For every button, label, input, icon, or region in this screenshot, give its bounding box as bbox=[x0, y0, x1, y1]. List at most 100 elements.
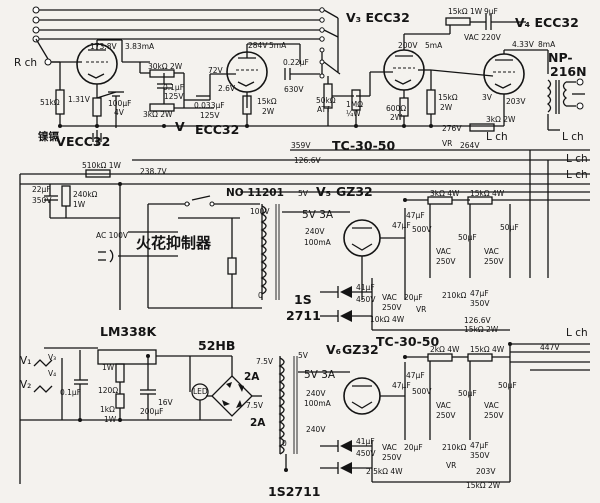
label-vr-3: VR bbox=[446, 461, 456, 470]
label-vr-2: VR bbox=[416, 305, 426, 314]
label-v250-5: 250V bbox=[484, 411, 504, 420]
label-c20-2: 20μF bbox=[404, 443, 423, 452]
label-c50-1: 50μF bbox=[458, 233, 477, 242]
label-vac-5: VAC bbox=[484, 401, 499, 410]
label-i100ma-2: 100mA bbox=[304, 399, 332, 408]
label-r30k: 30kΩ 2W bbox=[148, 62, 183, 71]
label-v240: 240V bbox=[305, 227, 325, 236]
label-v72: 72V bbox=[208, 66, 224, 75]
tc1-label: TC-30-50 bbox=[332, 138, 395, 153]
label-r50k: 50kΩ bbox=[316, 96, 336, 105]
label-v75: 7.5V bbox=[256, 357, 274, 366]
label-v203b: 203V bbox=[476, 467, 496, 476]
label-v100: 100V bbox=[250, 207, 270, 216]
rch-input: R ch 51kΩ bbox=[14, 38, 82, 126]
label-v500: 500V bbox=[412, 225, 432, 234]
label-v203: 203V bbox=[506, 97, 526, 106]
tc2-label: TC-30-50 bbox=[376, 334, 439, 349]
label-r25k: 2.5kΩ 4W bbox=[366, 467, 403, 476]
label-vac-4: VAC bbox=[436, 401, 451, 410]
label-v250-2: 250V bbox=[484, 257, 504, 266]
label-v447: 447V bbox=[540, 343, 560, 352]
label-v250-3: 250V bbox=[382, 303, 402, 312]
lch-label-2: L ch bbox=[566, 153, 588, 165]
label-v276: 276V bbox=[442, 124, 462, 133]
label-v1266: 126.6V bbox=[294, 156, 321, 165]
label-c50-4: 50μF bbox=[498, 381, 517, 390]
label-vr: VR bbox=[442, 139, 452, 148]
led-label: LED bbox=[193, 387, 208, 396]
v3-label: V₃ ECC32 bbox=[346, 10, 410, 25]
label-v359: 359V bbox=[291, 141, 311, 150]
label-v131: 1.31V bbox=[68, 95, 91, 104]
diode1-label-b: 2711 bbox=[286, 308, 321, 323]
diode-1 bbox=[337, 286, 352, 322]
np-num: 216N bbox=[550, 64, 587, 79]
label-r210k-2: 210kΩ bbox=[442, 443, 467, 452]
label-v450: 450V bbox=[356, 295, 376, 304]
label-vx4: V₄ bbox=[48, 369, 56, 378]
rch-label: R ch bbox=[14, 57, 37, 69]
label-w2: 2W bbox=[262, 107, 275, 116]
label-c022: 0.22μF bbox=[283, 58, 309, 67]
label-v250-6: 250V bbox=[382, 453, 402, 462]
label-v2387: 238.7V bbox=[140, 167, 167, 176]
label-r15k2wb: 15kΩ 2W bbox=[466, 481, 501, 490]
label-c41-2: 41μF bbox=[356, 437, 375, 446]
label-c47c: 47μF bbox=[470, 289, 489, 298]
v1-heater-type: ECC32 bbox=[66, 134, 110, 149]
v1-heater-label: V bbox=[56, 134, 66, 149]
diode1-label-a: 1S bbox=[294, 292, 312, 307]
label-i100ma: 100mA bbox=[304, 238, 332, 247]
lch-label-top: L ch bbox=[486, 131, 508, 143]
label-c9: 9μF bbox=[484, 7, 498, 16]
label-r3k4w: 3kΩ 4W bbox=[430, 189, 460, 198]
label-i5ma: 5mA bbox=[269, 41, 287, 50]
label-v500-2: 500V bbox=[412, 387, 432, 396]
label-w2c: 2W bbox=[440, 103, 453, 112]
label-w2b: 2W bbox=[390, 113, 403, 122]
label-c50-3: 50μF bbox=[458, 389, 477, 398]
label-att: ATT bbox=[317, 105, 331, 114]
label-r210k: 210kΩ bbox=[442, 291, 467, 300]
lm-label: LM338K bbox=[100, 324, 157, 339]
label-v264: 264V bbox=[460, 141, 480, 150]
label-v3: 3V bbox=[482, 93, 493, 102]
label-c0033: 0.033μF bbox=[194, 101, 225, 110]
label-v0b: 0 bbox=[282, 439, 287, 448]
label-i383: 3.83mA bbox=[125, 42, 155, 51]
label-c01: 0.1μF bbox=[163, 83, 184, 92]
label-5v3a: 5V 3A bbox=[302, 209, 334, 221]
label-vac-1: VAC bbox=[436, 247, 451, 256]
label-quarterw: ¼W bbox=[346, 109, 361, 118]
gz2-label: GZ32 bbox=[342, 342, 379, 357]
label-c41: 41μF bbox=[356, 283, 375, 292]
fuse-2a: 2A bbox=[244, 371, 260, 383]
label-w1: 1W bbox=[73, 200, 86, 209]
label-v240-2: 240V bbox=[306, 389, 326, 398]
gz2-prefix: V₆ bbox=[326, 342, 341, 357]
label-v450-2: 450V bbox=[356, 449, 376, 458]
label-v1: V₁ bbox=[20, 355, 31, 367]
label-c47b: 47μF bbox=[406, 211, 425, 220]
label-v125: 125V bbox=[164, 92, 184, 101]
v2-type: ECC32 bbox=[195, 122, 239, 137]
label-v433: 4.33V bbox=[512, 40, 535, 49]
diode-2 bbox=[337, 440, 352, 474]
label-vac-3: VAC bbox=[382, 293, 397, 302]
bridge-label: 52HB bbox=[198, 338, 235, 353]
lch-label-4: L ch bbox=[566, 327, 588, 339]
label-r3k2w: 3kΩ 2W bbox=[486, 115, 516, 124]
gz1-prefix: V₅ bbox=[316, 184, 331, 199]
label-v5b: 5V bbox=[298, 351, 309, 360]
label-c22: 22μF bbox=[32, 185, 51, 194]
diode2-label: 1S2711 bbox=[268, 484, 321, 499]
label-v250-1: 250V bbox=[436, 257, 456, 266]
label-c47: 47μF bbox=[392, 221, 411, 230]
label-v125b: 125V bbox=[200, 111, 220, 120]
fuse-2a-b: 2A bbox=[250, 417, 266, 429]
gz1-label: GZ32 bbox=[336, 184, 373, 199]
label-c47b-2: 47μF bbox=[406, 371, 425, 380]
lch-label-3: L ch bbox=[566, 169, 588, 181]
